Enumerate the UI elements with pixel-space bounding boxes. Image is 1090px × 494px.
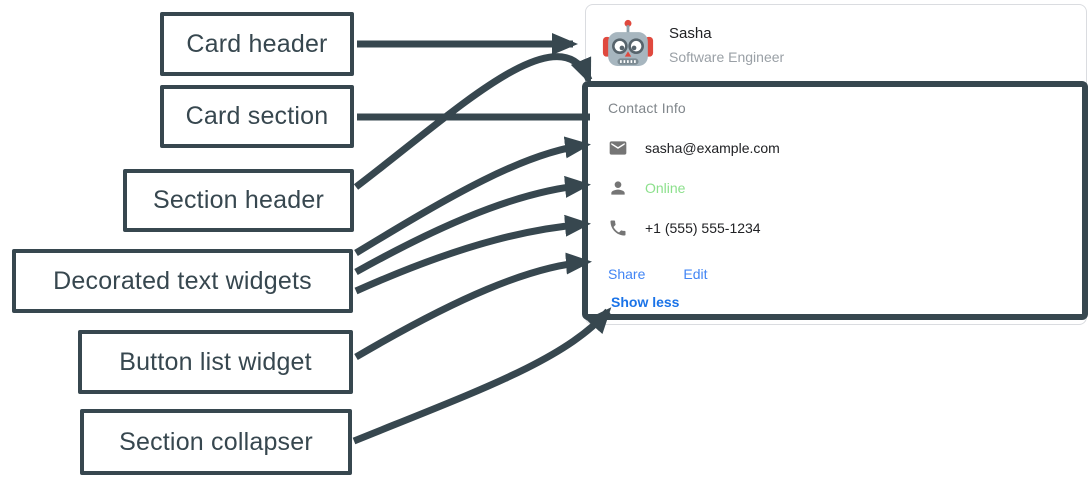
contact-card: Sasha Software Engineer Contact Info sas…: [585, 4, 1087, 325]
arrow-decorated-phone: [354, 214, 591, 295]
label-decorated-text-widgets: Decorated text widgets: [12, 249, 353, 313]
email-icon: [609, 141, 627, 155]
decorated-text-widget-email: sasha@example.com: [608, 138, 1086, 158]
card-section-content: Contact Info sasha@example.com Online +1…: [586, 84, 1086, 324]
arrow-section-collapser: [352, 307, 612, 445]
card-header: Sasha Software Engineer: [586, 5, 1086, 84]
person-icon: [611, 181, 625, 195]
section-collapser-button[interactable]: Show less: [611, 294, 680, 310]
arrow-section-header: [353, 53, 593, 190]
label-card-section: Card section: [160, 85, 354, 148]
label-section-header: Section header: [123, 169, 354, 232]
label-section-collapser: Section collapser: [80, 409, 352, 475]
arrow-decorated-email: [354, 136, 591, 256]
phone-icon: [610, 220, 626, 236]
arrow-decorated-status: [354, 175, 591, 276]
section-header-title: Contact Info: [608, 100, 686, 116]
status-text: Online: [645, 180, 686, 196]
card-title: Sasha: [669, 24, 712, 42]
card-subtitle: Software Engineer: [669, 48, 785, 65]
robot-avatar-icon: [602, 19, 654, 66]
arrow-button-list: [354, 252, 592, 361]
card-header-text-block: Sasha Software Engineer: [669, 25, 784, 65]
email-text: sasha@example.com: [645, 140, 780, 156]
phone-text: +1 (555) 555-1234: [645, 220, 761, 236]
edit-button[interactable]: Edit: [683, 266, 708, 282]
button-list-widget: Share Edit: [608, 264, 1086, 284]
share-button[interactable]: Share: [608, 266, 646, 282]
label-button-list-widget: Button list widget: [78, 330, 353, 394]
label-card-header: Card header: [160, 12, 354, 76]
decorated-text-widget-status: Online: [608, 178, 1086, 198]
decorated-text-widget-phone: +1 (555) 555-1234: [608, 218, 1086, 238]
